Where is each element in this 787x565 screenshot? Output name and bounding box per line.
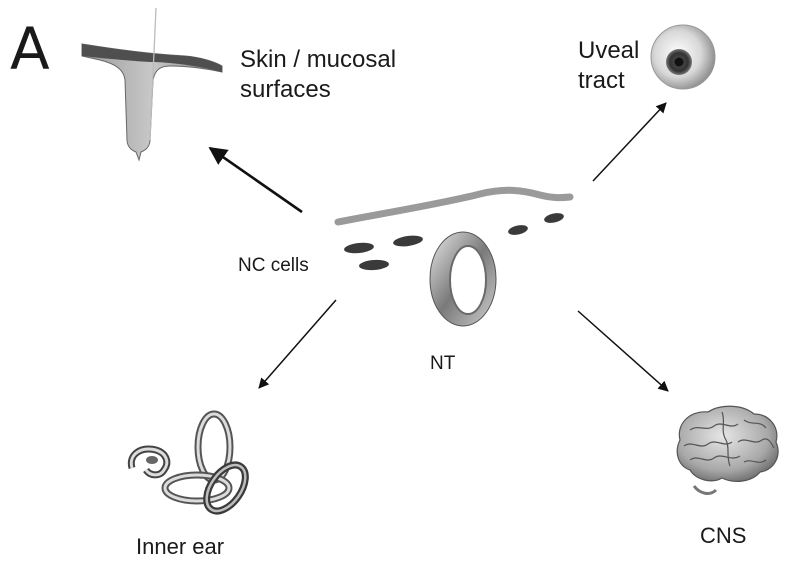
inner-ear-icon xyxy=(131,414,253,518)
cns-label: CNS xyxy=(700,523,746,549)
arrow-to-uveal-tract xyxy=(593,103,666,181)
ectoderm-band xyxy=(338,190,570,222)
panel-letter: A xyxy=(10,20,50,78)
skin-mucosal-label: Skin / mucosal surfaces xyxy=(240,45,396,105)
uveal-tract-label: Uveal tract xyxy=(578,36,639,96)
arrow-to-inner-ear xyxy=(259,300,336,388)
nc-cells-label: NC cells xyxy=(238,255,309,277)
skin-label-line1: Skin / mucosal xyxy=(240,45,396,75)
skin-hair-follicle-icon xyxy=(82,8,222,160)
nt-label: NT xyxy=(430,353,455,375)
arrow-to-cns xyxy=(578,311,668,391)
arrow-to-skin xyxy=(210,148,302,212)
eyeball-icon xyxy=(651,25,715,89)
skin-label-line2: surfaces xyxy=(240,75,396,105)
neural-tube-icon xyxy=(430,232,496,326)
brain-icon xyxy=(677,406,778,493)
uveal-label-line1: Uveal xyxy=(578,36,639,66)
uveal-label-line2: tract xyxy=(578,66,639,96)
inner-ear-label: Inner ear xyxy=(136,534,224,560)
